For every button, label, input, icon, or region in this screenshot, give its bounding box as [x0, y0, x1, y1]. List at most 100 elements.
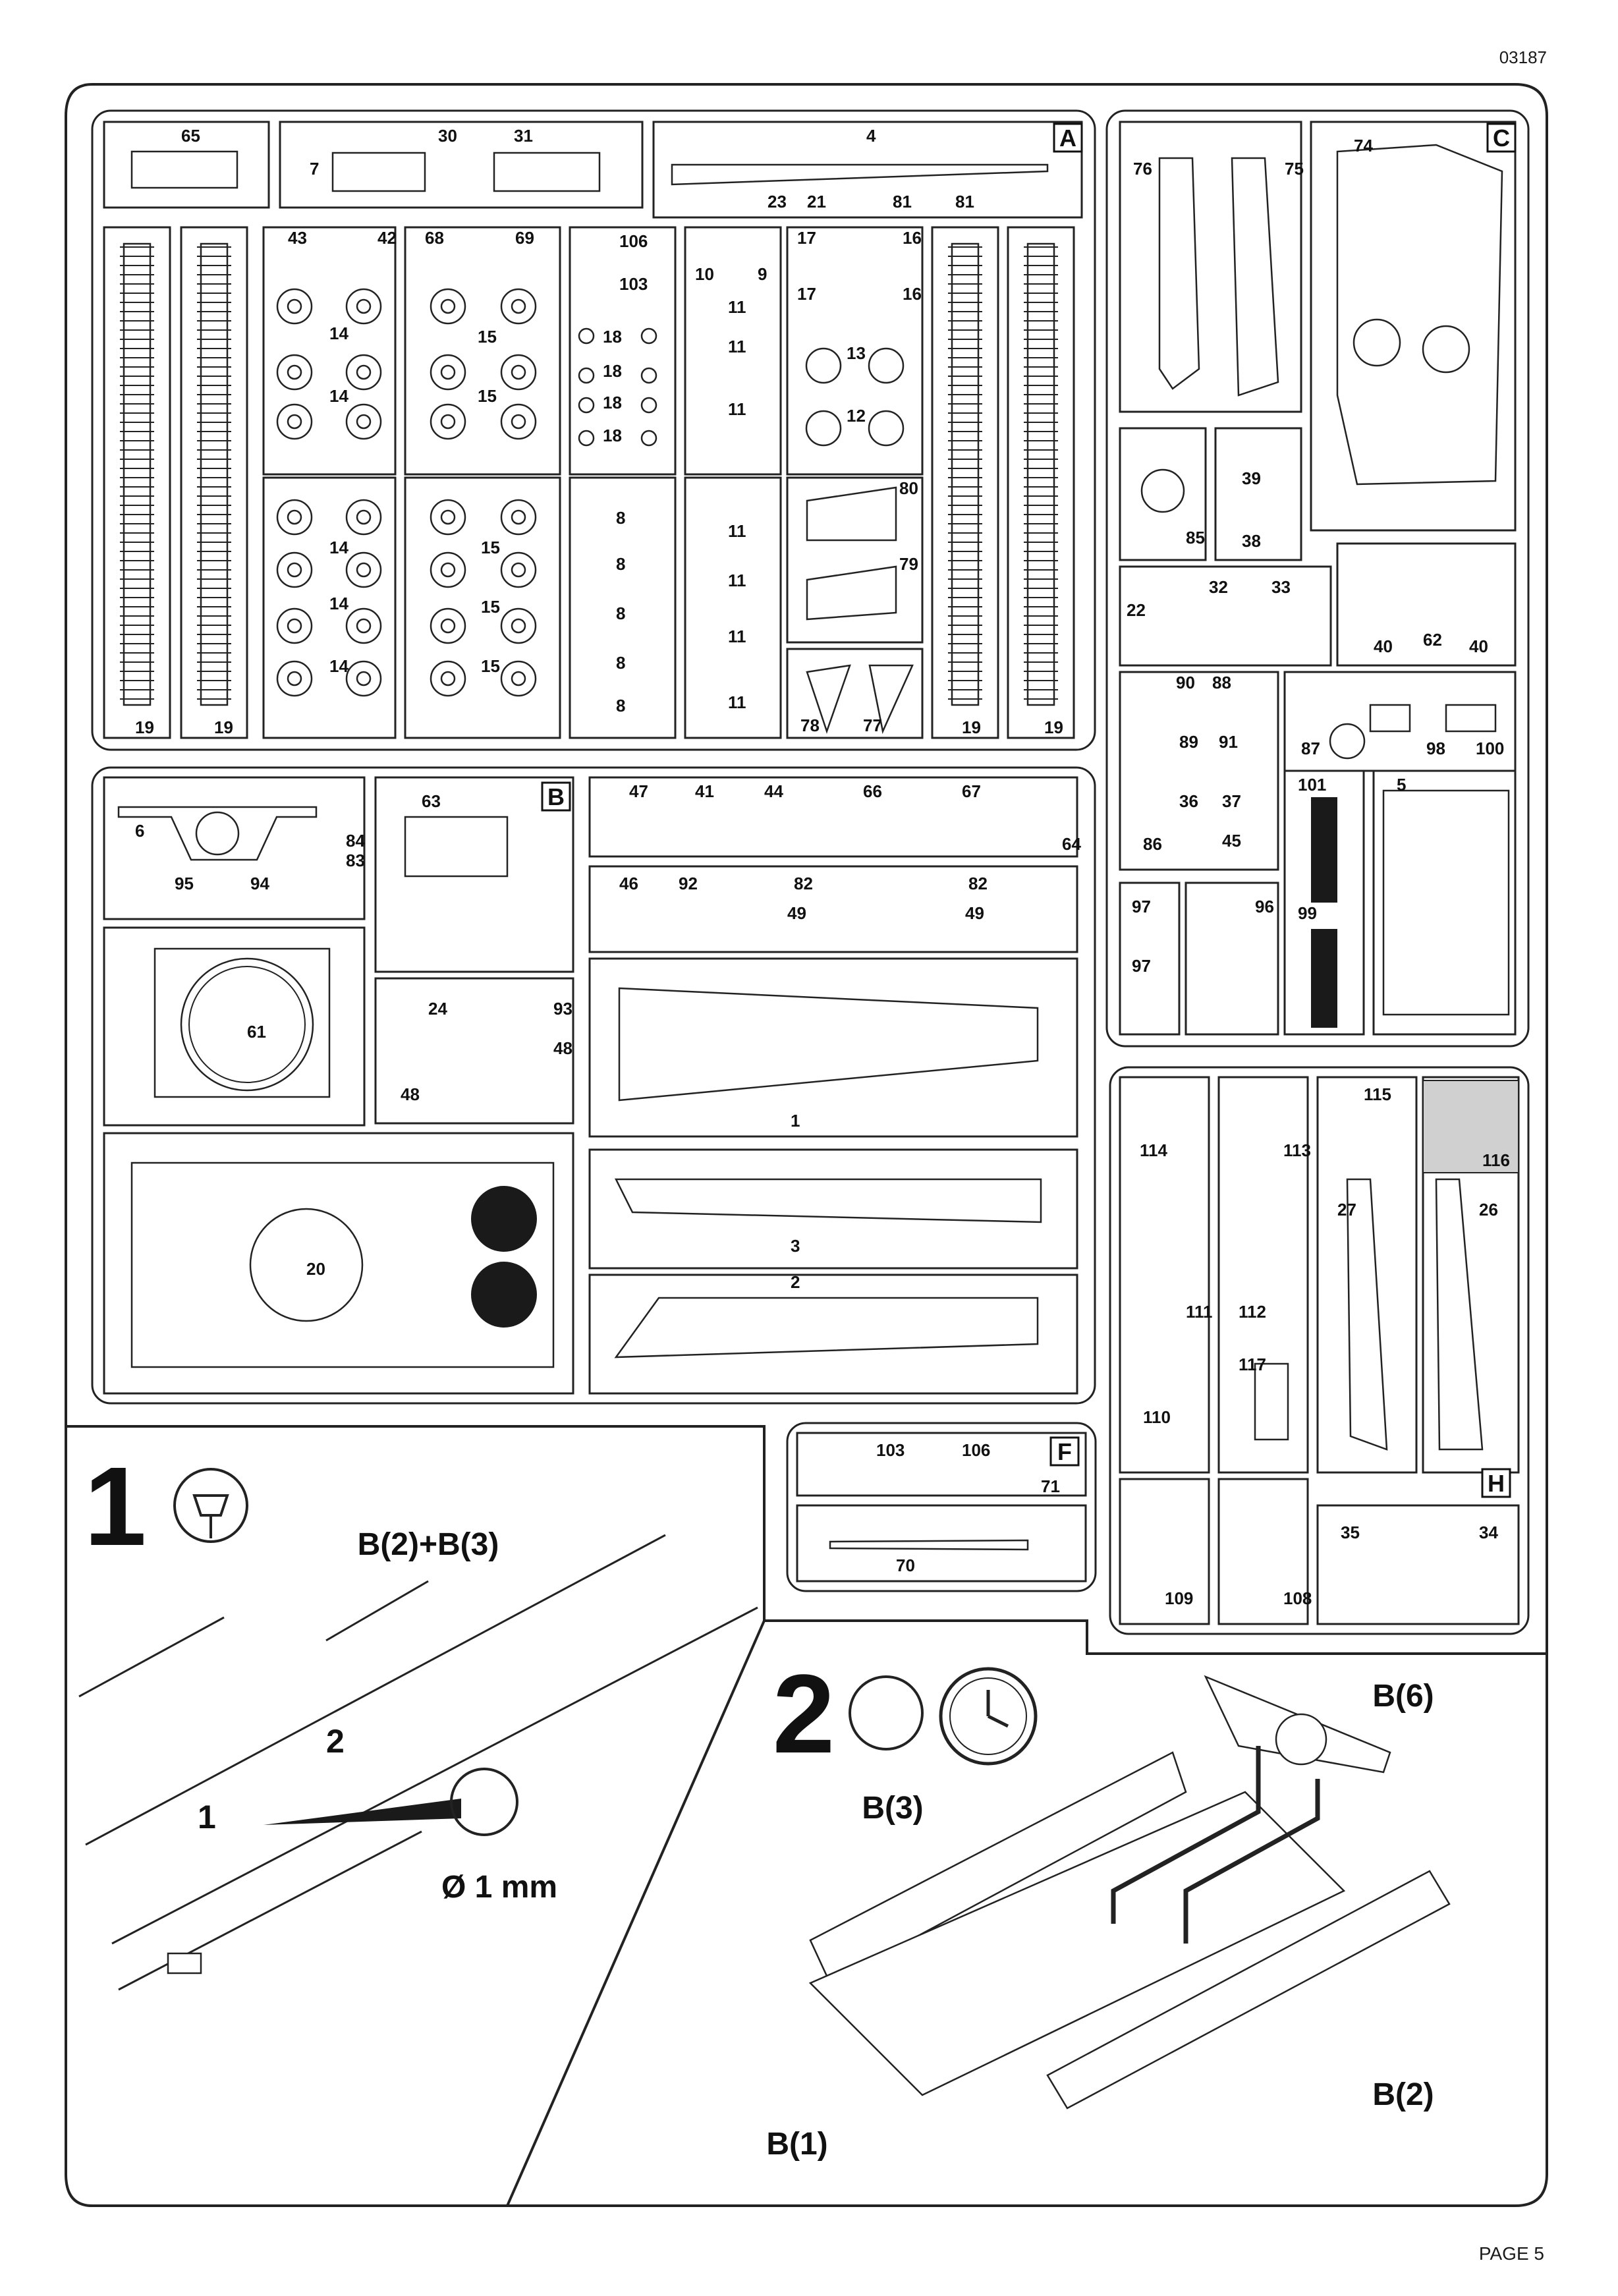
part-number-b: 2	[791, 1272, 800, 1292]
sprue-h: H	[1109, 1066, 1530, 1635]
step-2-number: 2	[773, 1652, 835, 1777]
part-number-a: 11	[728, 337, 746, 356]
part-number-a: 15	[478, 327, 497, 347]
page-number: PAGE 5	[1478, 2243, 1544, 2264]
part-number-a: 12	[847, 406, 866, 426]
part-number-a: 65	[181, 126, 200, 146]
hull-top-part	[1336, 144, 1503, 486]
step-1: 1 B(2)+B(3) 1 2 Ø 1 mm	[66, 1425, 766, 2206]
part-number-c: 86	[1143, 834, 1162, 854]
sprue-c-letter: C	[1493, 125, 1510, 152]
part-number-a: 68	[425, 228, 444, 248]
part-number-b: 47	[629, 781, 648, 801]
part-number-a: 11	[728, 521, 746, 541]
part-number-a: 19	[1044, 717, 1063, 737]
part-number-b: 20	[306, 1259, 325, 1279]
wait-clock-icon	[939, 1667, 1038, 1766]
part-number-c: 88	[1212, 673, 1231, 692]
part-number-b: 49	[787, 903, 806, 923]
part-number-b: 46	[619, 874, 638, 893]
part-number-c: 22	[1127, 600, 1146, 620]
part-number-a: 14	[329, 594, 349, 613]
part-number-c: 90	[1176, 673, 1195, 692]
drill-icon	[173, 1468, 248, 1543]
part-number-c: 74	[1354, 136, 1373, 155]
turret-ring-part	[180, 957, 314, 1092]
part-number-c: 62	[1423, 630, 1442, 650]
part-number-a: 19	[135, 717, 154, 737]
sprue-f-letter: F	[1057, 1438, 1072, 1465]
part-number-c: 97	[1132, 897, 1151, 916]
part-number-b: 6	[135, 821, 144, 841]
part-number-a: 11	[728, 627, 746, 646]
part-number-a: 31	[514, 126, 533, 146]
part-number-a: 10	[695, 264, 714, 284]
part-number-f: 106	[962, 1440, 990, 1460]
part-number-c: 76	[1133, 159, 1152, 179]
part-number-h: 113	[1283, 1140, 1311, 1160]
part-number-a: 15	[481, 656, 500, 676]
hole-label-2: 2	[326, 1723, 345, 1760]
part-number-a: 15	[481, 538, 500, 557]
part-number-b: 61	[247, 1022, 266, 1042]
part-number-h: 117	[1239, 1355, 1266, 1374]
part-number-h: 27	[1337, 1200, 1356, 1219]
part-number-a: 8	[616, 653, 625, 673]
part-number-h: 26	[1479, 1200, 1498, 1219]
part-number-b: 82	[794, 874, 813, 893]
part-number-h: 108	[1283, 1588, 1312, 1608]
part-number-b: 93	[553, 999, 572, 1019]
part-number-b: 63	[422, 791, 441, 811]
part-number-a: 81	[955, 192, 974, 211]
sprocket-parts	[805, 347, 905, 447]
part-number-c: 39	[1242, 468, 1261, 488]
part-number-a: 4	[866, 126, 876, 146]
part-number-c: 97	[1132, 956, 1151, 976]
part-number-h: 35	[1341, 1523, 1360, 1542]
part-number-a: 11	[728, 571, 746, 590]
part-b1-drawing	[808, 1791, 1346, 2096]
part-number-a: 11	[728, 692, 746, 712]
part-number-b: 83	[346, 851, 365, 870]
part-number-a: 103	[619, 274, 648, 294]
part-number-a: 14	[329, 386, 349, 406]
part-number-b: 95	[175, 874, 194, 893]
part-number-c: 100	[1476, 739, 1504, 758]
part-number-a: 18	[603, 327, 622, 347]
part-number-c: 38	[1242, 531, 1261, 551]
part-number-a: 14	[329, 323, 349, 343]
part-number-a: 21	[807, 192, 826, 211]
part-number-a: 18	[603, 361, 622, 381]
hole-label-1: 1	[198, 1799, 216, 1835]
part-number-c: 75	[1285, 159, 1304, 179]
step-2-callout-b3: B(3)	[862, 1791, 923, 1826]
sprue-b: B	[91, 766, 1096, 1405]
sprue-c: C	[1105, 109, 1530, 1048]
part-number-f: 70	[896, 1555, 915, 1575]
step-2-callout-b1: B(1)	[766, 2127, 827, 2162]
part-number-c: 98	[1426, 739, 1445, 758]
part-number-a: 14	[329, 538, 349, 557]
part-number-c: 32	[1209, 577, 1228, 597]
part-number-h: 34	[1479, 1523, 1498, 1542]
part-number-b: 64	[1062, 834, 1081, 854]
part-number-a: 19	[962, 717, 981, 737]
part-number-a: 8	[616, 603, 625, 623]
part-number-b: 49	[965, 903, 984, 923]
part-number-a: 16	[903, 228, 922, 248]
part-number-a: 16	[903, 284, 922, 304]
part-number-b: 92	[679, 874, 698, 893]
sprue-b-letter: B	[547, 783, 565, 810]
part-b3-drawing	[809, 1751, 1187, 1984]
part-number-c: 45	[1222, 831, 1241, 851]
part-number-a: 80	[899, 478, 918, 498]
part-number-h: 115	[1364, 1084, 1391, 1104]
part-number-a: 18	[603, 393, 622, 412]
part-number-c: 37	[1222, 791, 1241, 811]
hull-floor-part	[618, 987, 1039, 1102]
part-number-a: 15	[478, 386, 497, 406]
part-number-h: 110	[1143, 1407, 1171, 1427]
part-number-b: 67	[962, 781, 981, 801]
